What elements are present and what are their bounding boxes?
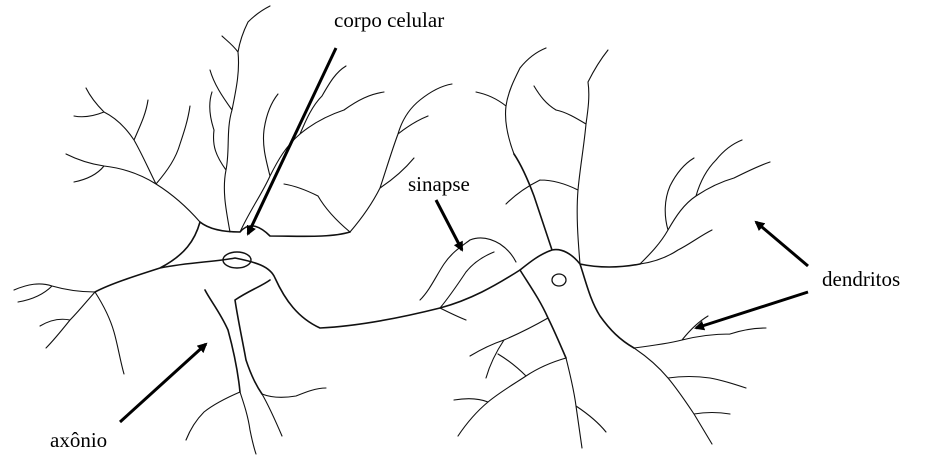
left-neuron <box>14 6 520 454</box>
arrow-dendritos-upper <box>756 222 808 266</box>
dendrite <box>634 316 766 444</box>
dendrite <box>476 48 608 264</box>
dendrite <box>186 388 326 454</box>
axon-terminals <box>420 238 516 320</box>
arrow-dendritos-lower <box>696 292 808 328</box>
right-neuron-soma <box>514 154 640 358</box>
right-neuron <box>454 48 770 448</box>
arrow-corpo-celular <box>248 48 336 234</box>
label-axon: axônio <box>50 430 107 451</box>
label-synapse: sinapse <box>408 174 470 195</box>
dendrite <box>210 6 384 232</box>
arrow-axonio <box>120 344 206 422</box>
dendrite <box>454 318 606 448</box>
dendrite <box>14 284 124 374</box>
right-neuron-nucleus <box>552 274 566 286</box>
arrow-sinapse <box>436 200 462 250</box>
dendrite <box>640 140 770 264</box>
left-neuron-soma <box>95 222 520 394</box>
label-dendrites: dendritos <box>822 269 900 290</box>
dendrite <box>66 88 200 222</box>
label-cell-body: corpo celular <box>334 10 444 31</box>
